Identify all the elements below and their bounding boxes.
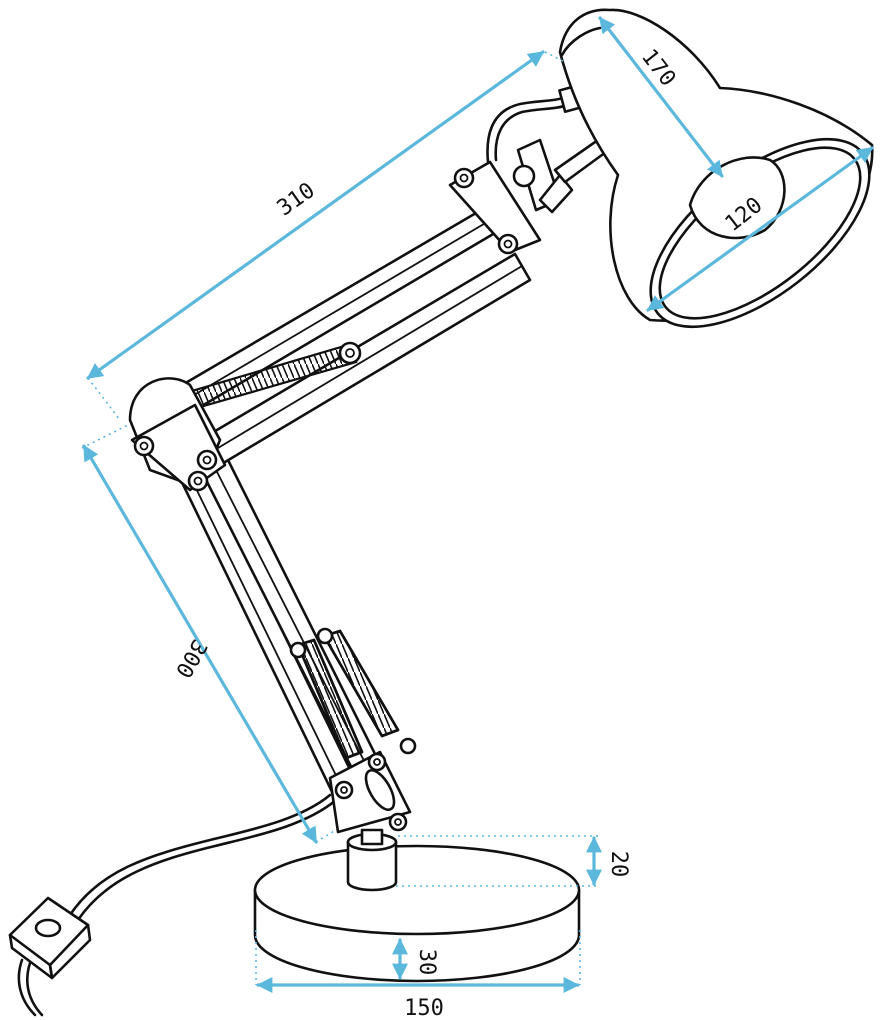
label-310: 310 bbox=[273, 178, 320, 221]
label-30: 30 bbox=[414, 949, 439, 976]
label-150: 150 bbox=[404, 996, 444, 1020]
label-20: 20 bbox=[606, 851, 631, 878]
label-300: 300 bbox=[170, 635, 212, 682]
dimension-neck-height: 20 bbox=[396, 835, 631, 887]
dimension-base-width: 150 bbox=[255, 930, 581, 1020]
lower-springs bbox=[289, 627, 417, 760]
base-joint bbox=[328, 750, 412, 834]
power-switch bbox=[8, 896, 92, 980]
upper-arm bbox=[163, 204, 532, 470]
lamp-base bbox=[253, 828, 581, 983]
lamp-shade bbox=[558, 8, 874, 329]
lower-arm bbox=[174, 458, 400, 810]
dimension-base-height: 30 bbox=[392, 938, 439, 980]
